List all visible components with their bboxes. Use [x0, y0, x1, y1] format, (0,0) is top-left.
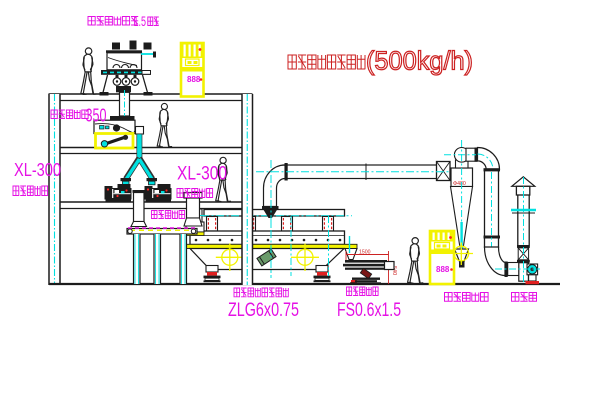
svg-text:FS0.6x1.5: FS0.6x1.5 — [337, 300, 401, 321]
svg-text:XL-300: XL-300 — [177, 164, 227, 185]
svg-text:1500: 1500 — [359, 250, 371, 256]
svg-text:540: 540 — [391, 266, 397, 275]
svg-text:888: 888 — [436, 265, 450, 274]
svg-text:1.5: 1.5 — [134, 13, 147, 29]
svg-text:888: 888 — [187, 75, 201, 84]
svg-text:ZLG6x0.75: ZLG6x0.75 — [228, 300, 299, 321]
svg-text:(500kg/h): (500kg/h) — [366, 46, 473, 76]
svg-text:Φ480: Φ480 — [453, 181, 466, 187]
svg-text:350: 350 — [86, 106, 107, 126]
svg-text:XL-300: XL-300 — [14, 160, 61, 180]
